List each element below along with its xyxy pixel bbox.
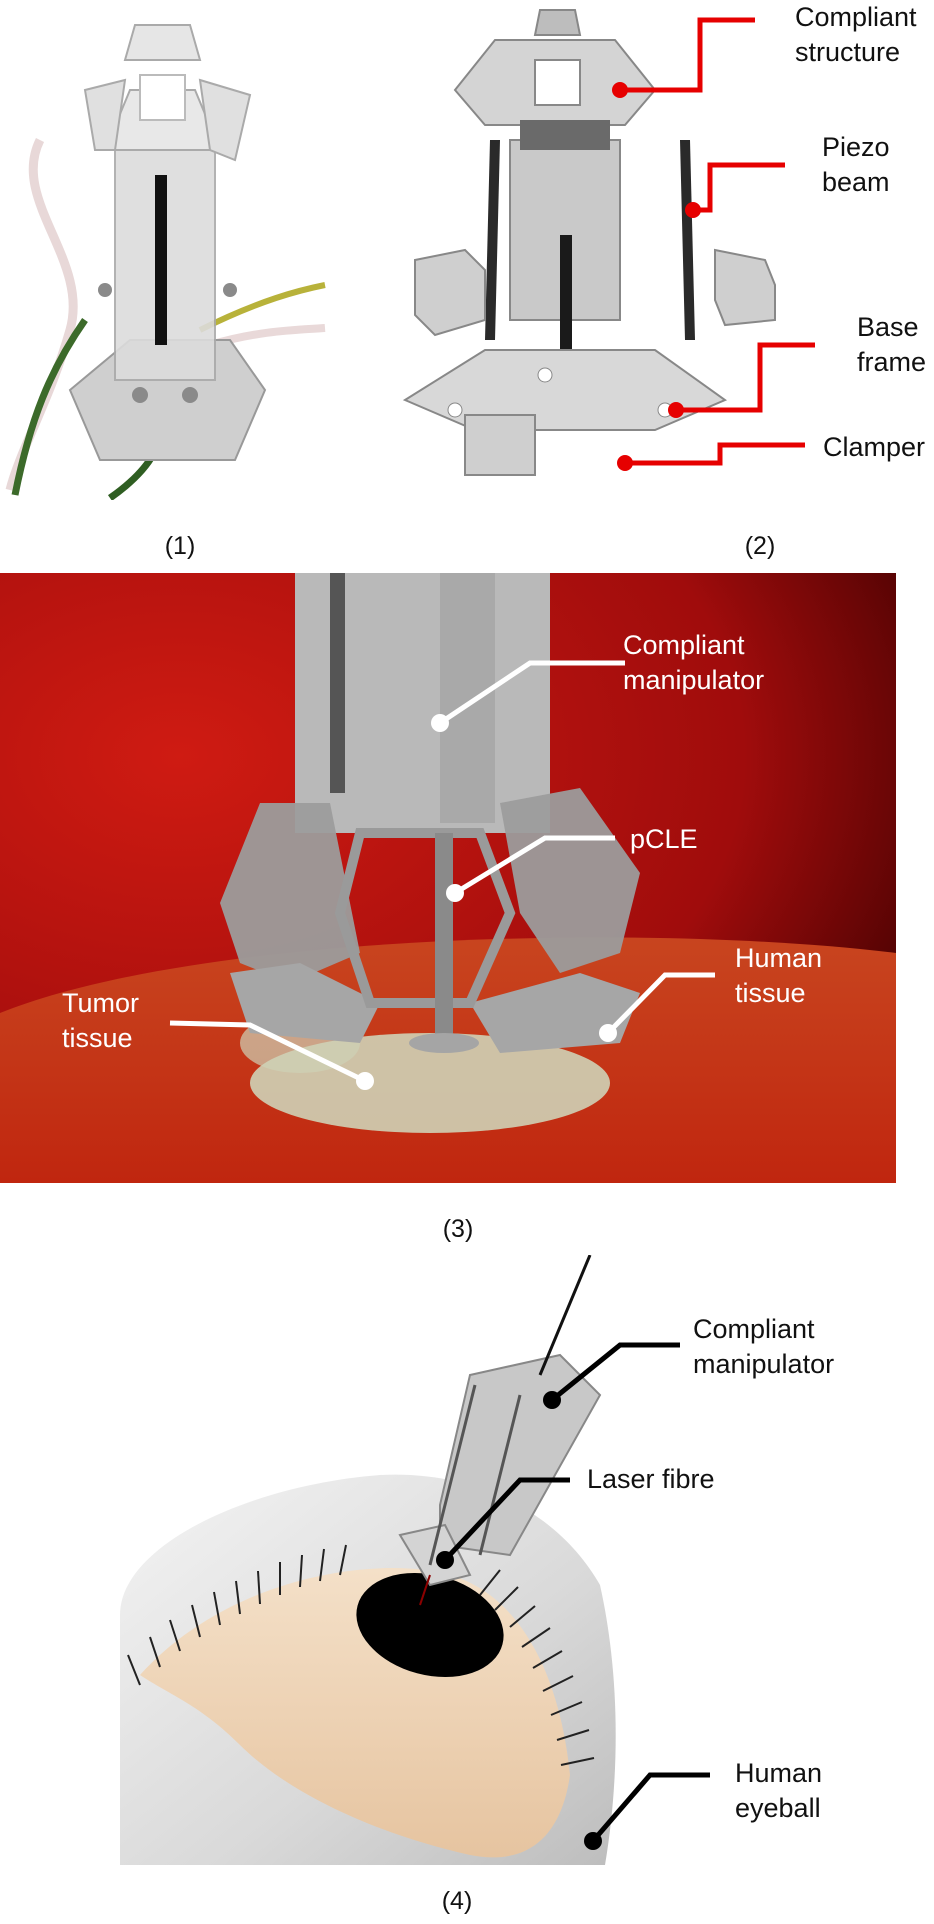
label-compliant-manipulator-4: Compliant manipulator — [693, 1314, 835, 1379]
label-human-tissue: Human tissue — [735, 943, 823, 1008]
panel-2-caption: (2) — [744, 532, 776, 560]
panel-3-tissue-scene — [0, 573, 896, 1183]
prototype-photo — [0, 0, 330, 500]
label-human-eyeball: Human eyeball — [735, 1758, 823, 1823]
label-laser-fibre: Laser fibre — [587, 1464, 715, 1494]
label-base-frame: Base frame — [857, 312, 927, 377]
panel-1-caption: (1) — [164, 532, 196, 560]
label-piezo-beam: Piezo beam — [822, 132, 890, 197]
panel-4-eye-scene — [0, 1255, 934, 1875]
panel-1-photo — [0, 0, 330, 500]
label-pcle: pCLE — [630, 824, 698, 854]
label-compliant-manipulator-3: Compliant manipulator — [623, 630, 765, 695]
label-compliant-structure: Compliant structure — [795, 2, 917, 67]
eye-scene-render — [120, 1255, 710, 1865]
label-tumor-tissue: Tumor tissue — [62, 988, 140, 1053]
panel-4-caption: (4) — [441, 1887, 473, 1915]
panel-3-caption: (3) — [442, 1215, 474, 1243]
panel-2-exploded-view — [395, 0, 934, 500]
tissue-scene-render — [0, 573, 896, 1183]
label-clamper: Clamper — [823, 432, 926, 462]
exploded-view-drawing — [402, 9, 815, 476]
